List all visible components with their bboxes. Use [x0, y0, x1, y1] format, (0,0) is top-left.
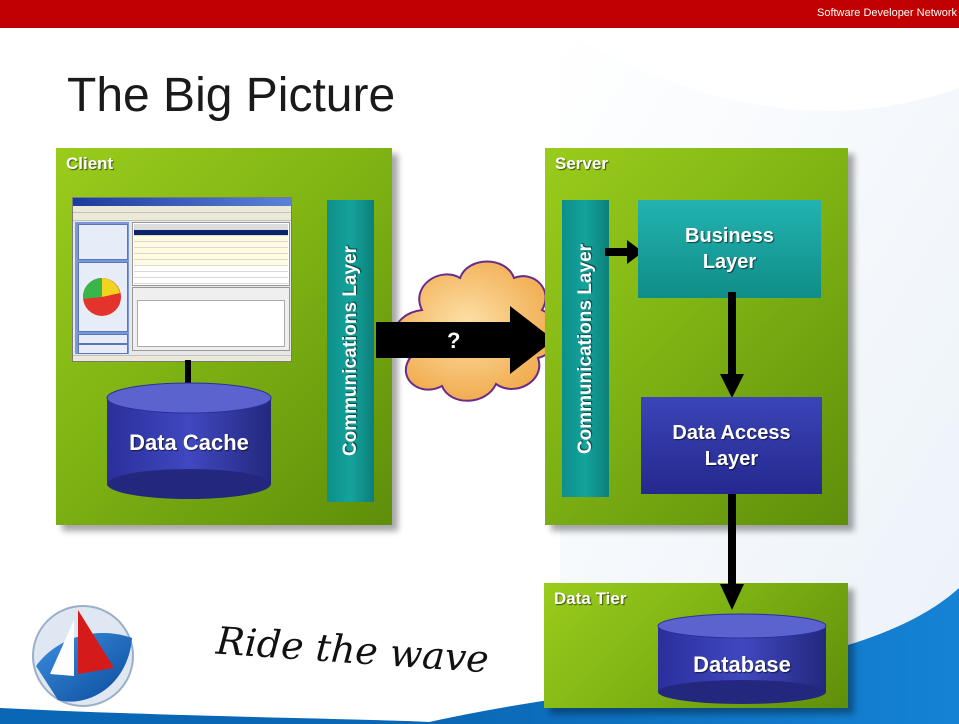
question-mark-label: ?: [447, 328, 461, 353]
server-label: Server: [555, 154, 608, 173]
database-label: Database: [693, 652, 791, 677]
arrow-comm-to-business-icon: [605, 240, 643, 264]
screenshot-sidebar: [75, 222, 129, 354]
client-app-screenshot: [72, 197, 292, 362]
data-access-layer: Data Access Layer: [641, 397, 822, 494]
pie-chart-icon: [82, 277, 121, 316]
cloud-arrow-icon: [376, 306, 554, 374]
business-layer: Business Layer: [638, 200, 821, 298]
client-communications-layer: Communications Layer: [327, 200, 374, 502]
slide-title: The Big Picture: [67, 69, 396, 122]
screenshot-grid: [132, 222, 290, 286]
screenshot-detail: [132, 287, 290, 351]
client-label: Client: [66, 154, 114, 173]
server-communications-layer: Communications Layer: [562, 200, 609, 497]
arrow-business-to-dal-icon: [720, 292, 744, 398]
database-cylinder-icon: [657, 613, 827, 704]
network-label: Software Developer Network: [816, 7, 957, 19]
sdn-sailboat-logo-icon: [32, 605, 134, 707]
header-bar: Software Developer Network: [0, 0, 959, 28]
data-cache-cylinder-icon: [106, 382, 272, 499]
network-cloud-icon: [376, 260, 559, 402]
data-tier-label: Data Tier: [554, 589, 627, 608]
data-cache-label: Data Cache: [129, 430, 249, 455]
arrow-dal-to-database-icon: [720, 494, 744, 610]
